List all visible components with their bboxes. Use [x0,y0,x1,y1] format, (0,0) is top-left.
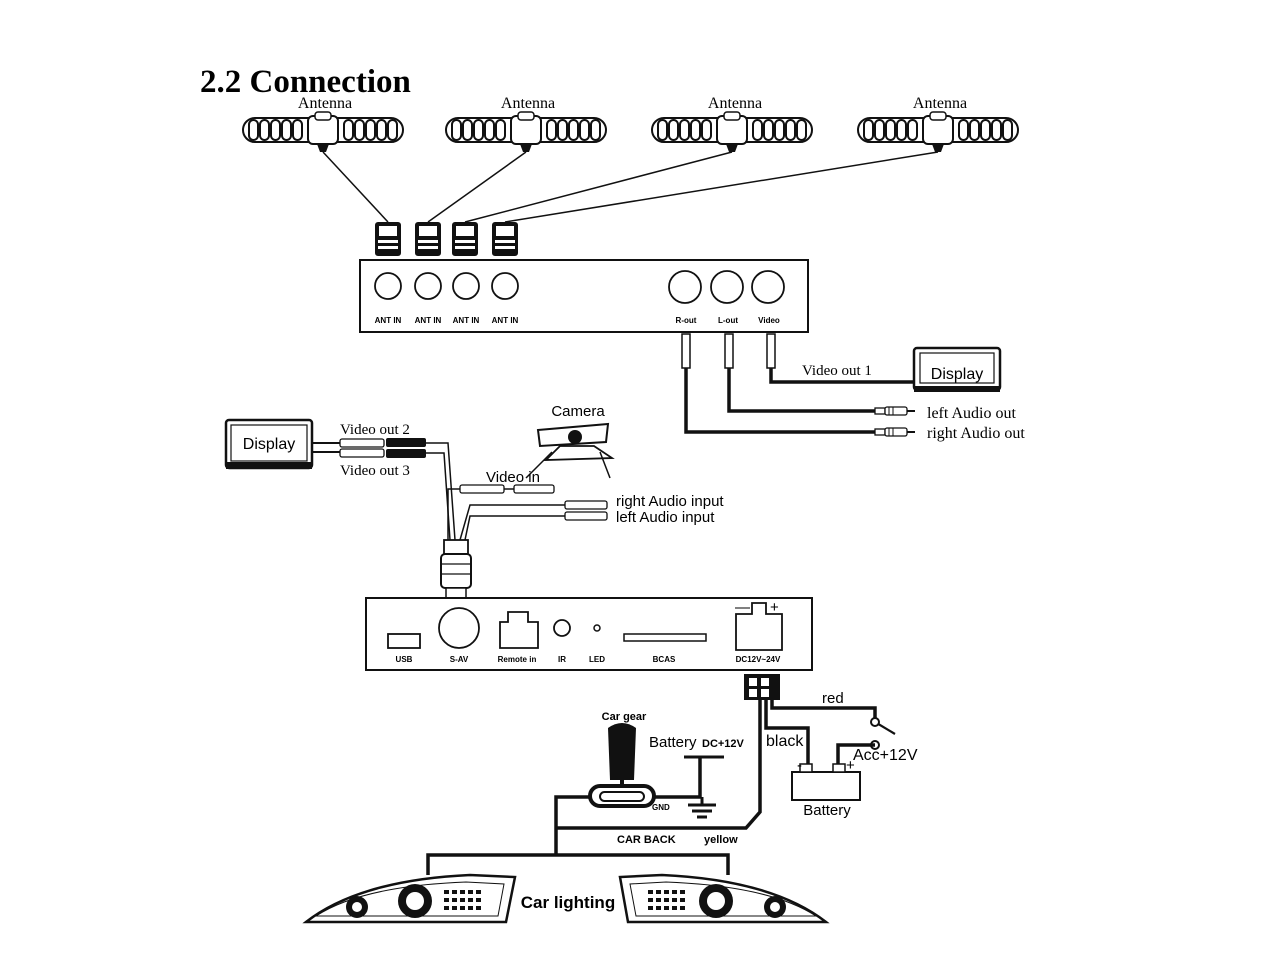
rca-plug-icon [874,427,916,437]
video-label: Video [758,316,780,325]
camera: Camera [525,403,615,479]
gear-wiring [554,755,724,855]
black-wire-label: black [766,733,804,750]
car-lighting-label: Car lighting [521,893,615,912]
gnd-label: GND [652,803,670,812]
video-in-label: Video in [486,469,540,486]
antenna-plug-icon [452,222,478,256]
antenna-2: Antenna [445,95,607,153]
ir-sensor [553,619,571,637]
antenna-cables [322,151,939,223]
dc-power-port[interactable] [735,602,783,651]
antenna-label: Antenna [708,95,762,112]
ant-in-port[interactable] [414,272,442,300]
display-screen-label: Display [931,366,983,383]
antenna-icon [857,111,1019,153]
tuner-output-cables [681,333,915,434]
antenna-4: Antenna [857,95,1019,153]
l-out-port[interactable] [710,270,744,304]
display-1: Display [912,346,1002,392]
dc-label: DC12V~24V [736,655,781,664]
battery-label: Battery [803,802,851,819]
usb-port[interactable] [387,633,421,649]
page-title: 2.2 Connection [200,64,411,100]
car-gear: Car gear [588,711,656,808]
antenna-plug-icon [492,222,518,256]
yellow-wire-label: yellow [704,834,738,846]
main-box: — + USB S-AV Remote in IR LED BCAS DC12V… [365,597,813,671]
polarity-plus: + [770,599,779,616]
video-port[interactable] [751,270,785,304]
audio-input-cables [459,500,608,541]
remote-in-label: Remote in [498,655,537,664]
battery-plus: + [846,757,855,774]
camera-video-cable [447,484,555,540]
r-out-port[interactable] [668,270,702,304]
car-gear-label: Car gear [602,711,647,723]
antenna-3: Antenna [651,95,813,153]
ant-in-port[interactable] [374,272,402,300]
antenna-icon [651,111,813,153]
right-audio-out-label: right Audio out [927,425,1025,442]
display-screen-label: Display [243,436,295,453]
r-out-label: R-out [676,316,697,325]
ir-label: IR [558,655,566,664]
rca-plug-icon [874,406,916,416]
video-out-2-label: Video out 2 [340,422,410,438]
antenna-1: Antenna [242,95,404,153]
ant-in-label: ANT IN [375,316,402,325]
display-2: Display [224,418,314,470]
antenna-plug-icon [375,222,401,256]
video-out-3-label: Video out 3 [340,463,410,479]
right-tail-light [618,873,830,924]
ant-in-label: ANT IN [453,316,480,325]
left-tail-light [302,873,517,924]
video-out-2-3-cables [312,438,456,541]
battery-minus: - [797,757,802,774]
polarity-minus: — [735,599,750,616]
acc-label: Acc+12V [853,747,918,764]
gear-dc-label: DC+12V [702,738,745,750]
bcas-slot[interactable] [623,633,707,642]
ant-in-port[interactable] [491,272,519,300]
s-av-port[interactable] [438,607,480,649]
bcas-label: BCAS [653,655,676,664]
antenna-icon [445,111,607,153]
red-wire-label: red [822,690,844,707]
camera-label: Camera [551,403,605,420]
led-indicator [593,624,601,632]
l-out-label: L-out [718,316,738,325]
antenna-plug-icon [415,222,441,256]
ant-in-label: ANT IN [492,316,519,325]
antenna-label: Antenna [501,95,555,112]
battery: - + Battery [791,757,861,819]
car-back-label: CAR BACK [617,834,676,846]
s-av-plug [440,539,472,599]
antenna-label: Antenna [913,95,967,112]
ant-in-port[interactable] [452,272,480,300]
s-av-label: S-AV [450,655,469,664]
left-audio-out-label: left Audio out [927,405,1016,422]
power-plug [744,674,780,700]
ant-in-label: ANT IN [415,316,442,325]
led-label: LED [589,655,605,664]
right-audio-input-label: right Audio input [616,493,724,510]
usb-label: USB [396,655,413,664]
antenna-label: Antenna [298,95,352,112]
antenna-icon [242,111,404,153]
tuner-box: ANT IN ANT IN ANT IN ANT IN R-out L-out … [359,259,809,333]
gear-battery-label: Battery [649,734,697,751]
left-audio-input-label: left Audio input [616,509,715,526]
video-out-1-label: Video out 1 [802,363,872,379]
remote-in-port[interactable] [499,611,539,649]
power-wires [556,700,896,830]
lighting-wires [426,853,730,875]
